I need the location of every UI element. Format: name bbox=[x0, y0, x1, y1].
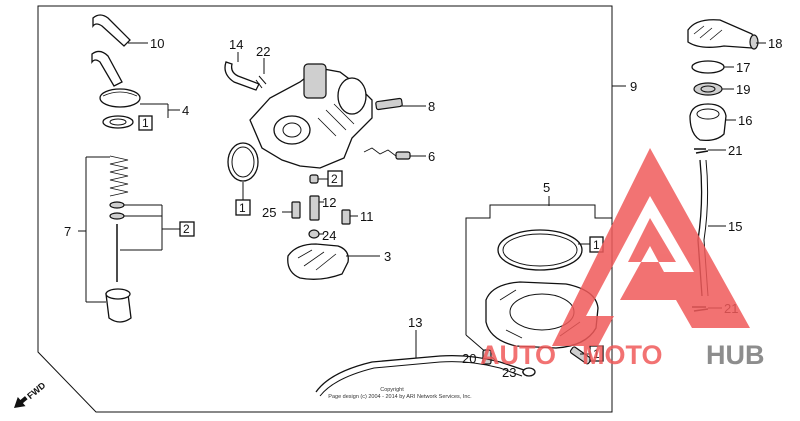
part-10-cable-elbow bbox=[92, 14, 131, 47]
part-6-spring bbox=[363, 147, 397, 157]
callout-14: 14 bbox=[229, 37, 243, 52]
part-18-valve-lever bbox=[687, 19, 755, 49]
part-16-valve-bore bbox=[696, 108, 720, 120]
part-17-disc bbox=[691, 60, 725, 74]
part-1-chamber-gasket-inner bbox=[502, 233, 578, 267]
callout-10: 10 bbox=[150, 36, 164, 51]
callout-18: 18 bbox=[768, 36, 782, 51]
callout-2a: 2 bbox=[183, 222, 190, 236]
callout-5: 5 bbox=[543, 180, 550, 195]
callout-23: 23 bbox=[502, 365, 516, 380]
part-12-main-jet bbox=[309, 195, 320, 221]
part-8-choke bbox=[375, 97, 403, 111]
part-6-screw bbox=[395, 151, 411, 160]
watermark-text-moto: MOTO bbox=[582, 340, 663, 370]
part-1-o-ring-inner bbox=[231, 146, 255, 178]
callout-4: 4 bbox=[182, 103, 189, 118]
callout-24: 24 bbox=[322, 228, 336, 243]
fwd-indicator: FWD bbox=[14, 380, 48, 408]
part-15-hose-edge bbox=[703, 159, 709, 297]
part-18-shading bbox=[693, 25, 723, 41]
part-drain-screw bbox=[569, 346, 592, 365]
part-1-o-ring bbox=[227, 142, 259, 182]
part-group-fuel-valve bbox=[687, 19, 759, 312]
part-13-hose bbox=[315, 354, 525, 393]
frame-border bbox=[37, 5, 613, 413]
part-20-screw bbox=[482, 349, 492, 365]
part-14-tube bbox=[224, 61, 260, 91]
callout-25: 25 bbox=[262, 205, 276, 220]
part-16-valve-body bbox=[689, 103, 727, 142]
part-carburetor-top-bore bbox=[303, 63, 327, 99]
part-19-spring bbox=[693, 82, 723, 96]
callout-7: 7 bbox=[64, 224, 71, 239]
callout-6: 6 bbox=[428, 149, 435, 164]
part-1-gasket bbox=[102, 115, 134, 129]
float-chamber-frame bbox=[465, 204, 612, 238]
part-2-jet bbox=[309, 174, 319, 184]
part-group-throttle bbox=[91, 14, 141, 323]
callout-20: 20 bbox=[462, 351, 476, 366]
part-7-spring bbox=[109, 155, 129, 197]
callout-box-1a bbox=[138, 115, 153, 131]
callout-15: 15 bbox=[728, 219, 742, 234]
part-group-carburetor-body bbox=[224, 61, 411, 280]
part-2-clip-lower bbox=[109, 212, 125, 220]
watermark-triangle-icon bbox=[552, 148, 750, 346]
fwd-arrow-icon bbox=[14, 396, 28, 408]
callout-13: 13 bbox=[408, 315, 422, 330]
part-24-washer bbox=[308, 229, 320, 239]
callout-11: 11 bbox=[360, 209, 374, 224]
callout-1b: 1 bbox=[239, 201, 246, 215]
part-21-clip-upper bbox=[694, 148, 709, 154]
part-3-float-shading bbox=[297, 249, 337, 271]
callout-box-2a bbox=[179, 221, 195, 237]
part-7-throttle-valve bbox=[105, 293, 132, 323]
part-11-screw bbox=[341, 209, 351, 225]
part-4-cap-ribs bbox=[102, 91, 138, 97]
part-18-lever-end bbox=[749, 34, 759, 50]
part-2-clip-upper bbox=[109, 201, 125, 209]
part-1-chamber-gasket bbox=[497, 229, 583, 271]
part-19-spring-hole bbox=[700, 85, 716, 93]
watermark-text-hub: HUB bbox=[706, 340, 765, 370]
part-carburetor-outlet bbox=[337, 77, 367, 115]
callout-2b: 2 bbox=[331, 172, 338, 186]
callout-9: 9 bbox=[630, 79, 637, 94]
callout-8: 8 bbox=[428, 99, 435, 114]
copyright-line-1: Copyright bbox=[380, 387, 404, 393]
watermark-logo: AUTO MOTO HUB bbox=[480, 148, 765, 370]
callout-1c: 1 bbox=[593, 238, 600, 252]
callout-19: 19 bbox=[736, 82, 750, 97]
callout-3: 3 bbox=[384, 249, 391, 264]
fwd-label: FWD bbox=[25, 380, 48, 401]
copyright-line-2: Page design (c) 2004 - 2014 by ARI Netwo… bbox=[328, 394, 472, 400]
part-carburetor-shading bbox=[317, 103, 355, 137]
part-25-jet bbox=[291, 201, 301, 219]
part-3-float bbox=[287, 243, 349, 280]
part-carburetor-inlet-bore bbox=[282, 122, 302, 138]
callout-box-1b bbox=[235, 199, 251, 216]
part-10-cable-guide bbox=[91, 50, 123, 87]
callout-22: 22 bbox=[256, 44, 270, 59]
part-carburetor-inlet-flange bbox=[273, 115, 311, 145]
callout-1d: 1 bbox=[593, 347, 600, 361]
callout-17: 17 bbox=[736, 60, 750, 75]
callout-21a: 21 bbox=[728, 143, 742, 158]
callout-16: 16 bbox=[738, 113, 752, 128]
callout-1a: 1 bbox=[142, 116, 149, 130]
part-22-clip bbox=[255, 75, 267, 89]
part-7-valve-top bbox=[105, 288, 131, 300]
callout-12: 12 bbox=[322, 195, 336, 210]
callout-box-2b bbox=[327, 170, 343, 187]
part-13-hose-edge bbox=[319, 361, 523, 397]
watermark-text-auto: AUTO bbox=[480, 340, 556, 370]
part-1-gasket-hole bbox=[109, 118, 127, 126]
